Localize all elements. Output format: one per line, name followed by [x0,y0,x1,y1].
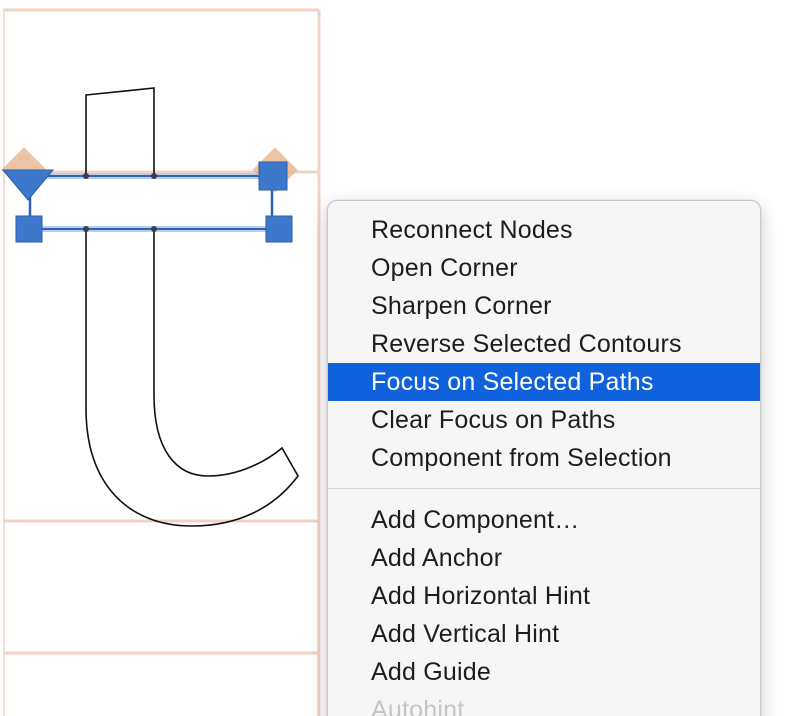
glyph-outline-t[interactable] [29,87,299,527]
menu-item-add-guide[interactable]: Add Guide [371,658,491,686]
selected-crossbar-highlight [30,173,272,232]
menu-item-sharpen-corner[interactable]: Sharpen Corner [371,292,552,320]
menu-group-path-actions: Reconnect Nodes Open Corner Sharpen Corn… [328,211,760,477]
menu-item-autohint: Autohint [371,696,465,716]
menu-item-clear-focus-on-paths[interactable]: Clear Focus on Paths [371,406,616,434]
menu-item-component-from-selection[interactable]: Component from Selection [371,444,672,472]
handle-lines [28,175,274,230]
node-bottom-left[interactable] [15,215,43,243]
menu-item-add-anchor[interactable]: Add Anchor [371,544,503,572]
metric-lines [3,8,321,716]
menu-separator [328,488,760,489]
glyph-drawing[interactable] [0,0,322,716]
menu-item-add-horizontal-hint[interactable]: Add Horizontal Hint [371,582,591,610]
node-top-right[interactable] [252,147,298,193]
menu-group-add-actions: Add Component… Add Anchor Add Horizontal… [328,501,760,716]
intersection-points [83,173,157,232]
context-menu: Reconnect Nodes Open Corner Sharpen Corn… [327,200,761,716]
menu-item-add-vertical-hint[interactable]: Add Vertical Hint [371,620,560,648]
node-bottom-right[interactable] [265,215,293,243]
menu-item-focus-on-selected-paths[interactable]: Focus on Selected Paths [328,363,760,401]
glyph-edit-canvas[interactable] [0,0,322,716]
menu-item-reverse-selected-contours[interactable]: Reverse Selected Contours [371,330,682,358]
menu-item-reconnect-nodes[interactable]: Reconnect Nodes [371,216,573,244]
menu-item-add-component[interactable]: Add Component… [371,506,580,534]
menu-item-open-corner[interactable]: Open Corner [371,254,518,282]
start-node-triangle[interactable] [1,147,55,201]
